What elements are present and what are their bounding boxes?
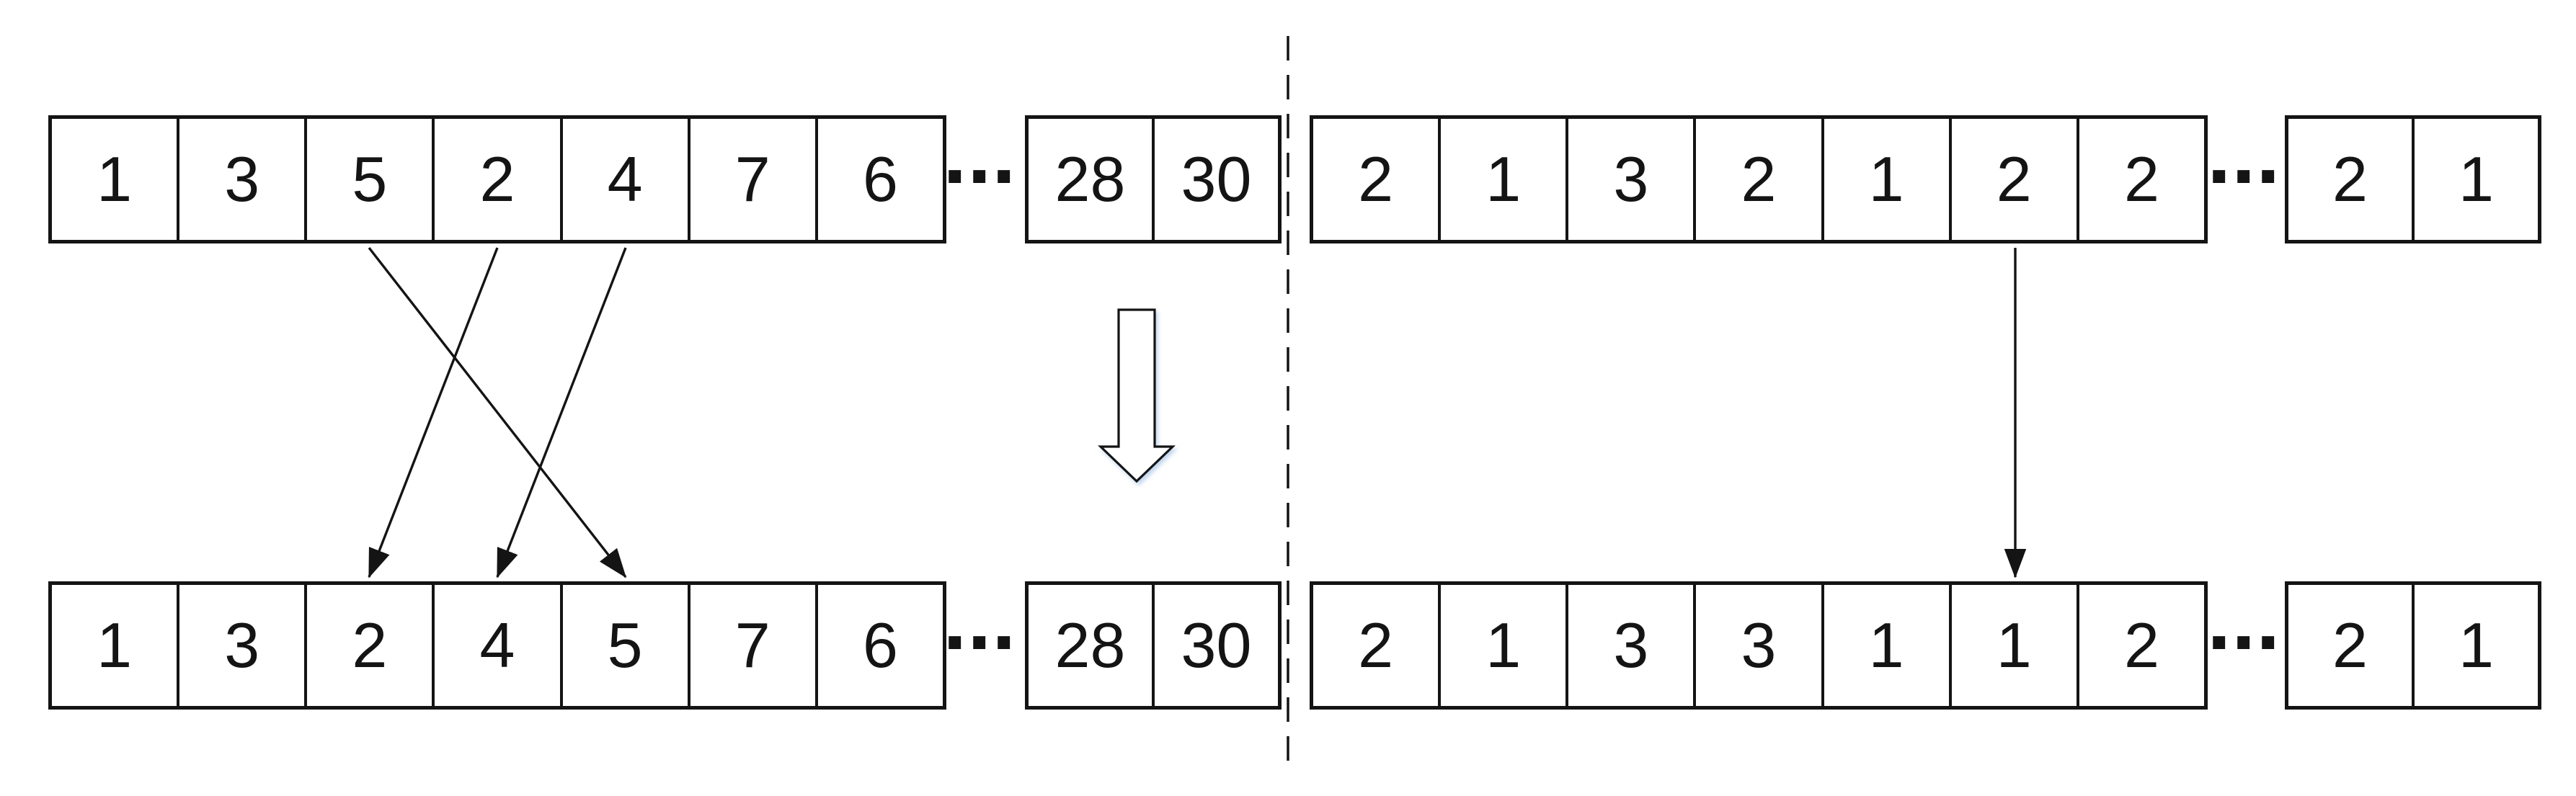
array-cell: 4	[432, 585, 559, 706]
array-cell: 2	[2332, 143, 2368, 215]
array-cell: 5	[304, 119, 432, 240]
array-cell: 30	[1152, 585, 1278, 706]
transform-down-block-arrow	[1098, 308, 1176, 483]
array-cell: 1	[97, 609, 133, 681]
array-cell: 30	[1152, 119, 1278, 240]
array-cell: 1	[2412, 585, 2538, 706]
array-cell: 5	[559, 585, 688, 706]
array-cell: 2	[1358, 143, 1394, 215]
array-cell: 1	[1821, 119, 1949, 240]
array-cell: 1	[97, 143, 133, 215]
array-cell: 3	[177, 119, 304, 240]
swap-arrow	[368, 247, 499, 578]
top-left-tail-box: 28 30	[1025, 115, 1282, 243]
array-cell: 2	[2076, 585, 2204, 706]
array-cell: 3	[1693, 585, 1821, 706]
ellipsis: ···	[2207, 128, 2285, 224]
array-cell: 1	[1438, 119, 1565, 240]
array-cell: 1	[1821, 585, 1949, 706]
array-cell: 7	[687, 119, 815, 240]
array-cell: 1	[1948, 585, 2077, 706]
swap-arrows-group	[368, 246, 2027, 578]
array-cell: 2	[1693, 119, 1821, 240]
bottom-left-tail-box: 28 30	[1025, 581, 1282, 710]
top-left-array: 1 3 5 2 4 7 6	[48, 115, 946, 243]
array-cell: 1	[1438, 585, 1565, 706]
swap-arrow	[496, 247, 627, 578]
array-cell: 3	[1565, 119, 1693, 240]
bottom-left-array: 1 3 2 4 5 7 6	[48, 581, 946, 710]
array-cell: 2	[432, 119, 559, 240]
top-right-array: 2 1 3 2 1 2 2	[1310, 115, 2208, 243]
top-right-tail-box: 2 1	[2285, 115, 2541, 243]
bottom-right-array: 2 1 3 3 1 1 2	[1310, 581, 2208, 710]
array-cell: 2	[1358, 609, 1394, 681]
array-cell: 2	[304, 585, 432, 706]
array-cell: 2	[2076, 119, 2204, 240]
array-cell: 28	[1054, 143, 1126, 215]
array-cell: 1	[2412, 119, 2538, 240]
swap-arrow	[368, 246, 627, 578]
array-cell: 28	[1054, 609, 1126, 681]
array-cell: 4	[559, 119, 688, 240]
array-cell: 3	[1565, 585, 1693, 706]
ellipsis: ···	[2207, 594, 2285, 690]
ellipsis: ···	[943, 594, 1021, 690]
array-cell: 6	[814, 585, 943, 706]
bottom-right-tail-box: 2 1	[2285, 581, 2541, 710]
array-cell: 6	[814, 119, 943, 240]
ellipsis: ···	[943, 128, 1021, 224]
array-cell: 2	[1948, 119, 2077, 240]
array-cell: 7	[687, 585, 815, 706]
array-cell: 2	[2332, 609, 2368, 681]
array-cell: 3	[177, 585, 304, 706]
